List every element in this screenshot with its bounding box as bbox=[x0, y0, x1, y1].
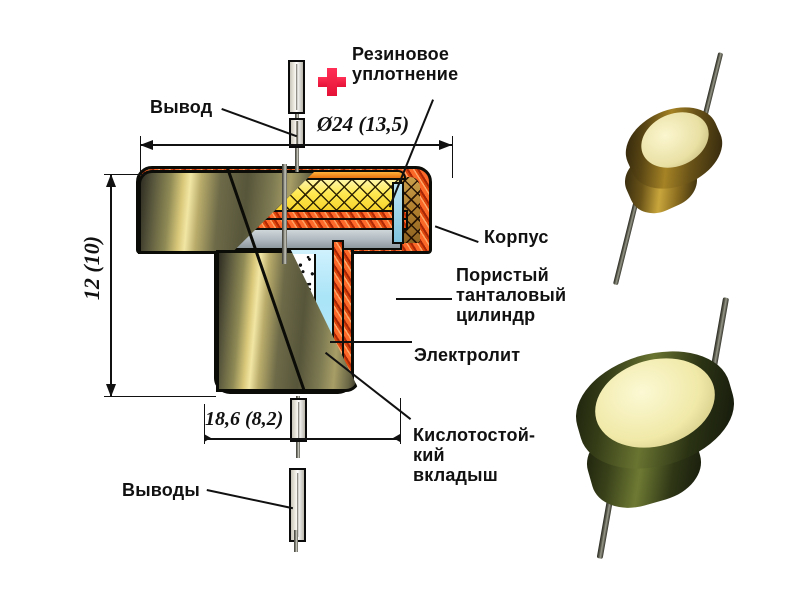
leader-lead-top bbox=[221, 108, 298, 138]
top-lead-sleeve bbox=[288, 60, 305, 114]
label-porous-tantalum: Пористый танталовый цилиндр bbox=[456, 265, 567, 326]
diameter-dimension-line bbox=[140, 144, 452, 146]
diameter-ext-right bbox=[452, 136, 453, 178]
label-rubber-seal: Резиновое уплотнение bbox=[352, 44, 459, 85]
capacitor-cross-section bbox=[136, 164, 446, 398]
leader-porous-tantalum bbox=[396, 298, 452, 300]
bottom-lead-wire-lower bbox=[294, 530, 298, 552]
case-inner-gap bbox=[392, 182, 404, 244]
bottom-lead-ferrule bbox=[290, 398, 307, 442]
arrow-left-icon bbox=[140, 140, 153, 150]
plus-icon bbox=[318, 68, 346, 96]
label-leads-bottom: Выводы bbox=[122, 480, 200, 500]
width-dimension-label: 18,6 (8,2) bbox=[205, 408, 284, 430]
capacitor-photo-large bbox=[556, 292, 784, 560]
label-electrolyte: Электролит bbox=[414, 345, 521, 365]
top-lead-ferrule bbox=[289, 118, 305, 148]
width-dimension-line bbox=[204, 438, 400, 440]
arrow-down-icon bbox=[106, 384, 116, 397]
label-case: Корпус bbox=[484, 227, 549, 247]
height-dimension-line bbox=[110, 174, 112, 396]
arrow-up-icon bbox=[106, 174, 116, 187]
height-ext-bottom bbox=[104, 396, 216, 397]
capacitor-photo-small bbox=[604, 48, 774, 288]
diameter-dimension-label: Ø24 (13,5) bbox=[317, 112, 410, 136]
height-ext-top bbox=[104, 174, 146, 175]
label-lead-top: Вывод bbox=[150, 97, 213, 117]
width-tick-right bbox=[393, 434, 400, 442]
leader-electrolyte bbox=[330, 341, 412, 343]
center-lead-wire bbox=[282, 164, 287, 264]
arrow-right-icon bbox=[439, 140, 452, 150]
width-tick-left bbox=[204, 434, 211, 442]
width-ext-left bbox=[204, 404, 205, 444]
leader-leads-bottom bbox=[206, 489, 294, 510]
width-ext-right bbox=[400, 398, 401, 444]
label-acid-liner: Кислотостой- кий вкладыш bbox=[413, 425, 536, 486]
height-dimension-label: 12 (10) bbox=[79, 235, 105, 301]
diameter-ext-left bbox=[140, 136, 141, 172]
